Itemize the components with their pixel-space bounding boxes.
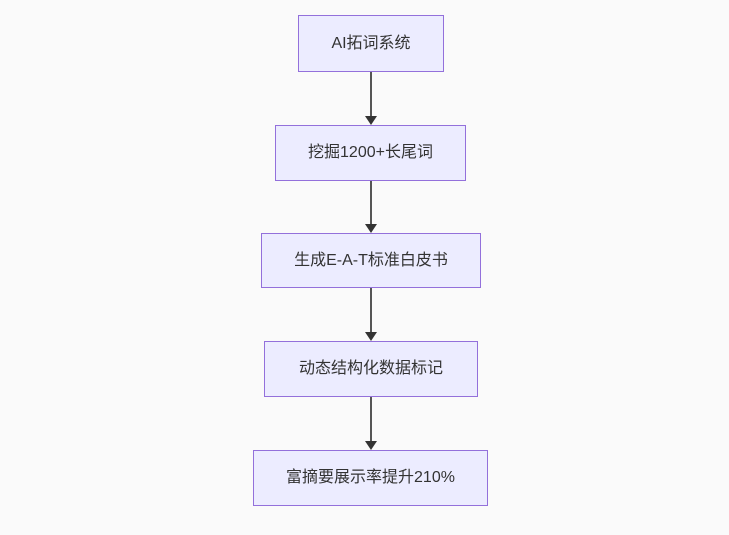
flow-node-label: 生成E-A-T标准白皮书 bbox=[294, 251, 448, 269]
flow-node-label: 动态结构化数据标记 bbox=[298, 360, 443, 378]
flow-node-eat-whitepaper: 生成E-A-T标准白皮书 bbox=[261, 233, 481, 288]
flow-node-label: 富摘要展示率提升210% bbox=[286, 469, 455, 487]
arrow-line bbox=[370, 72, 372, 116]
flow-arrow-4 bbox=[365, 397, 377, 450]
arrow-line bbox=[370, 288, 372, 332]
arrow-line bbox=[370, 181, 372, 224]
flow-arrow-2 bbox=[365, 181, 377, 233]
flow-node-longtail-mining: 挖掘1200+长尾词 bbox=[275, 125, 466, 181]
flow-node-rich-snippet-rate: 富摘要展示率提升210% bbox=[253, 450, 488, 506]
arrow-head-icon bbox=[365, 224, 377, 233]
arrow-head-icon bbox=[365, 332, 377, 341]
arrow-head-icon bbox=[365, 441, 377, 450]
flow-arrow-1 bbox=[365, 72, 377, 125]
flow-node-structured-data: 动态结构化数据标记 bbox=[264, 341, 478, 397]
arrow-head-icon bbox=[365, 116, 377, 125]
arrow-line bbox=[370, 397, 372, 441]
flow-arrow-3 bbox=[365, 288, 377, 341]
flow-node-label: 挖掘1200+长尾词 bbox=[308, 144, 433, 162]
flow-node-label: AI拓词系统 bbox=[331, 34, 411, 52]
flow-node-ai-word-system: AI拓词系统 bbox=[298, 15, 444, 72]
